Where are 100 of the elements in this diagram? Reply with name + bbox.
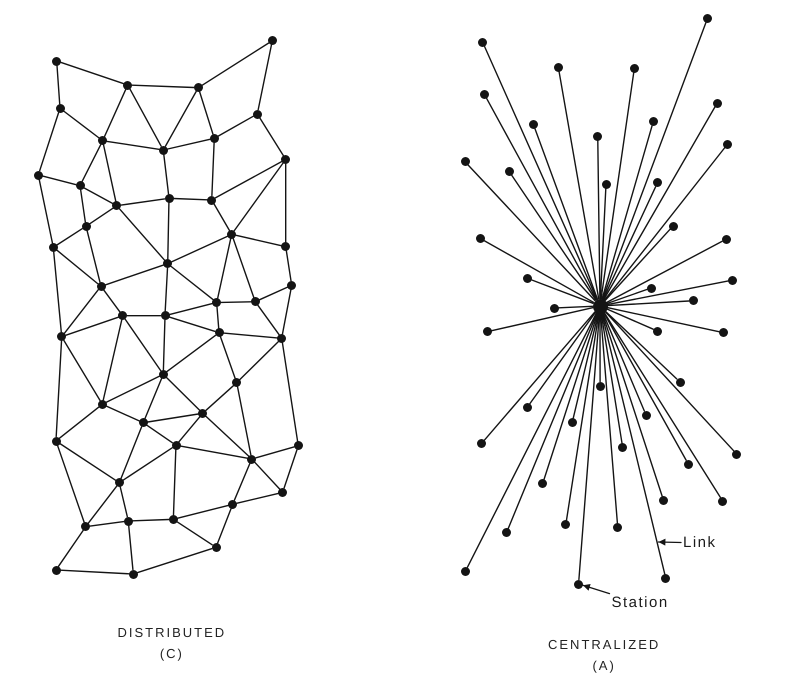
station-dot — [138, 418, 148, 428]
station-dot — [52, 56, 62, 66]
station-dot — [48, 242, 58, 252]
station-dot — [287, 280, 296, 290]
link-line — [144, 378, 162, 420]
station-dot — [568, 418, 577, 427]
link-line — [211, 142, 215, 196]
link-line — [205, 385, 234, 411]
link-line — [286, 250, 292, 282]
link-line — [604, 310, 734, 452]
link-line — [239, 340, 280, 380]
link-line — [132, 84, 194, 88]
link-line — [172, 449, 176, 516]
station-dot — [652, 326, 662, 336]
link-line — [62, 110, 100, 139]
station-dot — [538, 479, 548, 488]
link-line — [543, 312, 598, 480]
station-dot — [688, 296, 698, 306]
station-dot — [227, 230, 236, 239]
link-line — [104, 88, 127, 138]
link-line — [259, 117, 284, 156]
link-line — [606, 306, 720, 332]
link-line — [234, 162, 284, 232]
link-line — [205, 416, 250, 457]
link-line — [258, 44, 272, 110]
link-line — [80, 190, 86, 222]
link-line — [602, 186, 656, 300]
station-dot — [294, 441, 303, 450]
link-line — [163, 154, 170, 194]
station-dot — [98, 136, 108, 146]
link-line — [604, 228, 671, 302]
link-line — [601, 125, 653, 300]
station-dot — [460, 566, 470, 576]
station-dot — [212, 298, 222, 307]
link-line — [64, 289, 99, 334]
link-line — [167, 138, 211, 150]
link-line — [236, 492, 279, 504]
link-line — [603, 312, 687, 461]
callout-label: Station — [612, 594, 669, 612]
link-line — [39, 112, 60, 172]
callout-label: Link — [683, 534, 717, 552]
link-line — [602, 312, 663, 498]
link-line — [220, 301, 252, 304]
link-line — [606, 280, 729, 306]
station-dot — [646, 284, 656, 292]
station-dot — [653, 178, 662, 188]
link-line — [232, 238, 254, 298]
link-line — [508, 312, 598, 529]
link-line — [602, 312, 645, 412]
link-line — [235, 234, 282, 246]
link-line — [83, 187, 114, 204]
link-line — [603, 312, 721, 498]
station-dot — [123, 80, 132, 90]
station-dot — [602, 180, 610, 188]
station-dot — [630, 64, 639, 73]
link-line — [106, 376, 160, 403]
station-dot — [57, 332, 66, 342]
caption-text: DISTRIBUTED (C) — [118, 624, 226, 663]
link-line — [120, 198, 166, 206]
link-line — [529, 311, 596, 404]
link-line — [102, 144, 116, 202]
station-dot — [81, 522, 90, 532]
station-dot — [728, 276, 738, 284]
link-line — [484, 311, 596, 441]
link-line — [282, 342, 298, 442]
station-dot — [642, 410, 650, 420]
station-dot — [528, 120, 538, 128]
link-line — [56, 340, 62, 438]
link-line — [58, 406, 100, 439]
station-dot — [268, 36, 277, 46]
station-dot — [34, 170, 43, 180]
link-line — [166, 334, 216, 372]
link-line — [257, 304, 280, 336]
station-dot — [561, 520, 570, 529]
link-line — [86, 230, 101, 283]
station-dot — [158, 370, 168, 379]
link-line — [167, 202, 170, 260]
station-dot — [82, 222, 90, 231]
link-line — [601, 312, 666, 574]
link-line — [53, 251, 62, 333]
link-line — [122, 447, 173, 481]
station-dot — [460, 157, 470, 166]
link-line — [258, 286, 288, 300]
link-line — [255, 446, 295, 458]
link-line — [604, 146, 726, 301]
station-dot — [554, 62, 563, 72]
link-line — [214, 160, 282, 198]
link-line — [106, 140, 160, 150]
link-line — [216, 306, 220, 329]
link-line — [220, 336, 236, 380]
station-dot — [477, 438, 486, 448]
station-dot — [712, 98, 722, 108]
station-dot — [574, 580, 584, 588]
station-dot — [718, 496, 728, 506]
link-line — [558, 71, 600, 300]
link-line — [56, 444, 85, 524]
link-line — [56, 64, 60, 104]
link-line — [146, 424, 173, 444]
station-dot — [112, 201, 122, 210]
station-dot — [210, 134, 219, 143]
